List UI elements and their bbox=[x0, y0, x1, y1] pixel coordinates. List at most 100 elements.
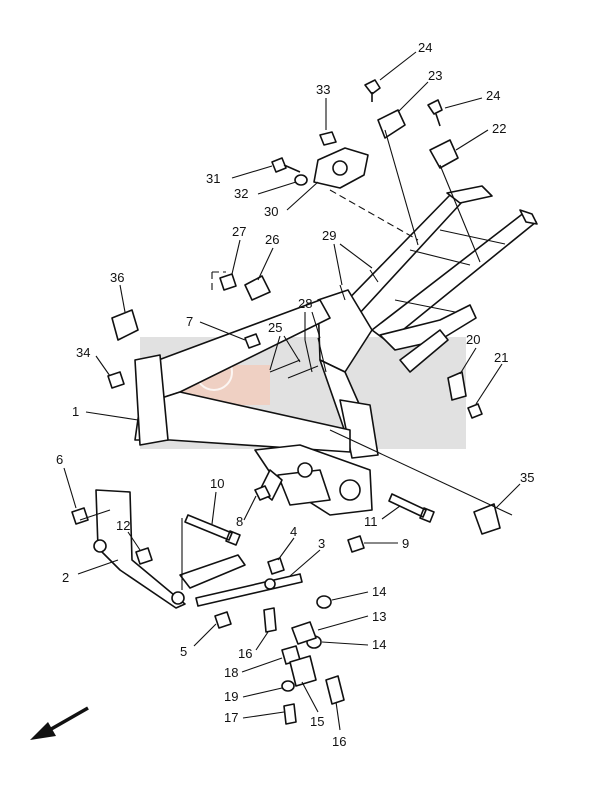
bracket-22 bbox=[429, 139, 459, 169]
leader-lines bbox=[63, 51, 521, 731]
callout-14b: 14 bbox=[372, 637, 386, 652]
bracket-26 bbox=[244, 275, 271, 301]
callout-10: 10 bbox=[210, 476, 224, 491]
callout-29: 29 bbox=[322, 228, 336, 243]
bolt-10 bbox=[184, 514, 241, 546]
bolt-24a bbox=[364, 79, 381, 102]
leader-3 bbox=[289, 549, 321, 577]
bracket-23 bbox=[377, 109, 406, 139]
callout-9: 9 bbox=[402, 536, 409, 551]
leader-8 bbox=[243, 495, 257, 521]
callout-3: 3 bbox=[318, 536, 325, 551]
nut-34 bbox=[107, 371, 125, 389]
bolt-31 bbox=[271, 157, 301, 173]
bolt-21 bbox=[467, 403, 483, 419]
callout-2: 2 bbox=[62, 570, 69, 585]
callout-15: 15 bbox=[310, 714, 324, 729]
callout-14a: 14 bbox=[372, 584, 386, 599]
callout-13: 13 bbox=[372, 609, 386, 624]
leader-19 bbox=[242, 687, 283, 698]
leader-31 bbox=[231, 165, 273, 179]
rail-end-left bbox=[446, 185, 493, 204]
callout-labels: 24 23 24 22 33 31 32 30 27 26 29 36 28 7… bbox=[56, 40, 534, 749]
callout-23: 23 bbox=[428, 68, 442, 83]
callout-22: 22 bbox=[492, 121, 506, 136]
callout-36: 36 bbox=[110, 270, 124, 285]
callout-31: 31 bbox=[206, 171, 220, 186]
bracket-2 bbox=[95, 489, 186, 609]
main-frame bbox=[134, 185, 538, 516]
callout-20: 20 bbox=[466, 332, 480, 347]
leader-30 bbox=[286, 181, 319, 211]
leader-7 bbox=[199, 321, 246, 341]
sub-frame-strut bbox=[399, 329, 449, 373]
callout-17: 17 bbox=[224, 710, 238, 725]
callout-35: 35 bbox=[520, 470, 534, 485]
pivot-hole bbox=[339, 479, 361, 501]
callout-26: 26 bbox=[265, 232, 279, 247]
washer-32 bbox=[294, 174, 308, 186]
leader-26 bbox=[257, 247, 274, 281]
callout-4: 4 bbox=[290, 524, 297, 539]
callout-25: 25 bbox=[268, 320, 282, 335]
bolt-17 bbox=[283, 703, 297, 725]
callout-5: 5 bbox=[180, 644, 187, 659]
pivot-hole-small bbox=[297, 462, 313, 478]
bolt-6 bbox=[71, 507, 89, 525]
bracket-2-hole bbox=[93, 539, 107, 553]
leader-1 bbox=[85, 411, 139, 421]
bolts-29 bbox=[339, 269, 379, 301]
leader-23 bbox=[397, 81, 429, 113]
leader-2 bbox=[77, 559, 119, 575]
callout-7: 7 bbox=[186, 314, 193, 329]
bolts-25 bbox=[269, 359, 319, 379]
leader-28 bbox=[304, 311, 321, 340]
assembly-guides bbox=[79, 129, 513, 590]
rubber-20 bbox=[447, 371, 467, 401]
front-bracket bbox=[134, 354, 169, 446]
head-stock bbox=[317, 289, 373, 373]
callout-11: 11 bbox=[364, 514, 378, 529]
plate-30-hole bbox=[332, 160, 348, 176]
leader-35 bbox=[495, 483, 521, 509]
bush-14a bbox=[316, 595, 332, 609]
leader-17 bbox=[242, 711, 285, 719]
leader-32 bbox=[257, 181, 297, 195]
bolt-16a bbox=[263, 607, 277, 633]
cap-36 bbox=[111, 309, 139, 341]
link-13 bbox=[291, 621, 317, 645]
stay-arm bbox=[179, 554, 246, 589]
callout-12: 12 bbox=[116, 518, 130, 533]
callout-18: 18 bbox=[224, 665, 238, 680]
bracket-15 bbox=[289, 655, 317, 687]
main-spar-lower bbox=[134, 391, 351, 453]
guide-bolt-6 bbox=[79, 509, 111, 521]
callout-24b: 24 bbox=[486, 88, 500, 103]
callout-27: 27 bbox=[232, 224, 246, 239]
callout-30: 30 bbox=[264, 204, 278, 219]
leader-5 bbox=[193, 623, 217, 647]
leader-36 bbox=[119, 284, 126, 313]
leader-16b bbox=[335, 701, 341, 731]
washer-19 bbox=[281, 680, 295, 692]
leader-24a bbox=[379, 51, 417, 81]
front-direction-arrow-icon bbox=[30, 706, 89, 740]
rail-end-right bbox=[519, 209, 538, 225]
leader-14a bbox=[331, 591, 369, 601]
leader-11 bbox=[381, 505, 401, 520]
small-parts bbox=[71, 79, 501, 725]
leader-13 bbox=[317, 615, 369, 631]
nut-4 bbox=[267, 557, 285, 575]
callout-32: 32 bbox=[234, 186, 248, 201]
nut-9 bbox=[347, 535, 365, 553]
callout-16b: 16 bbox=[332, 734, 346, 749]
cap-35 bbox=[473, 503, 501, 535]
guide-cap-35 bbox=[329, 429, 513, 516]
nut-27-guide bbox=[211, 271, 226, 290]
callout-6: 6 bbox=[56, 452, 63, 467]
leader-4 bbox=[277, 537, 295, 561]
leader-6 bbox=[63, 467, 77, 509]
leader-22 bbox=[455, 129, 489, 151]
bolt-11 bbox=[388, 493, 435, 523]
